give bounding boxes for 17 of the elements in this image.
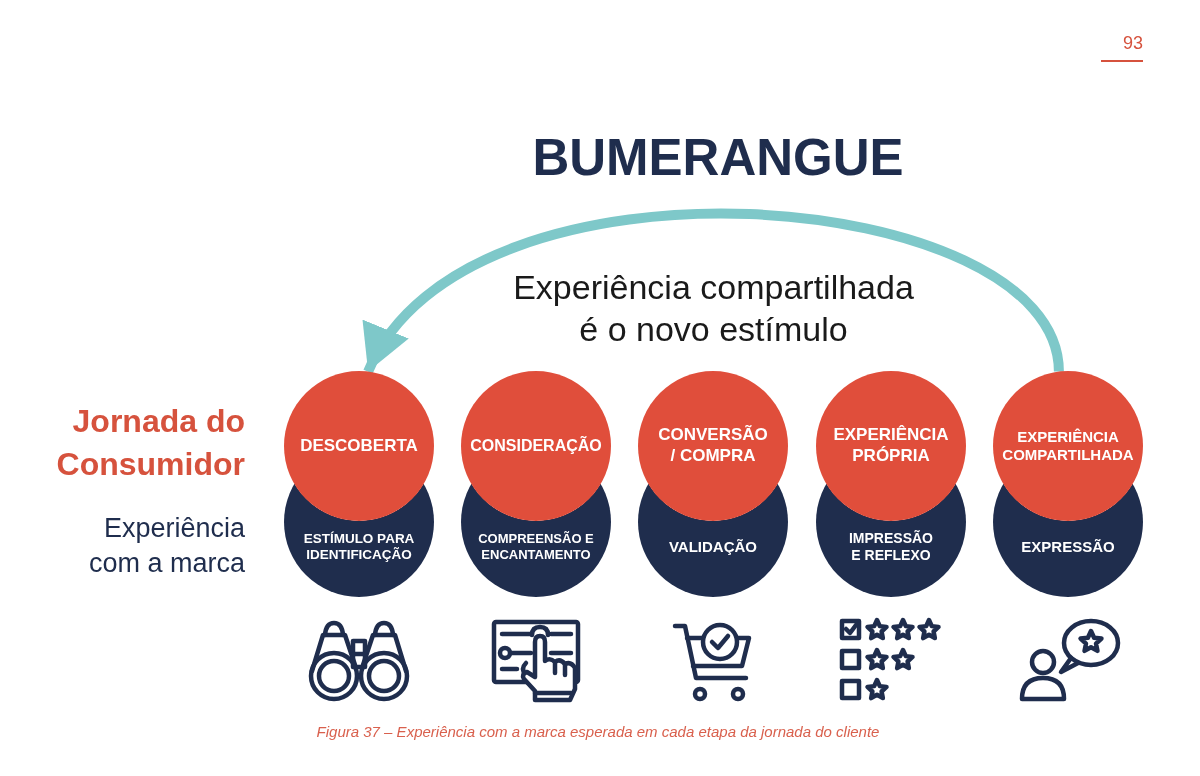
experience-label: VALIDAÇÃO (667, 537, 759, 557)
row-heading: Experiência com a marca (87, 512, 245, 580)
stage-label: EXPERIÊNCIA PRÓPRIA (832, 425, 950, 467)
stage-label: CONVERSÃO / COMPRA (657, 425, 769, 467)
edge-label: Experiência compartilhada é o novo estímulo (512, 266, 915, 350)
stage-label: EXPERIÊNCIA COMPARTILHADA (1001, 427, 1135, 465)
title: BUMERANGUE (531, 128, 905, 187)
row-heading: Jornada do Consumidor (55, 402, 245, 484)
experience-label: IMPRESSÃO E REFLEXO (848, 529, 934, 565)
curved-arrow (363, 209, 1064, 375)
stage-label: DESCOBERTA (299, 435, 419, 457)
experience-label: ESTÍMULO PARA IDENTIFICAÇÃO (302, 530, 416, 564)
stage-label: CONSIDERAÇÃO (469, 436, 603, 456)
experience-label: EXPRESSÃO (1020, 537, 1116, 557)
experience-label: COMPREENSÃO E ENCANTAMENTO (477, 531, 595, 563)
page-number: 93 (1100, 33, 1143, 62)
figure-caption: Figura 37 – Experiência com a marca esperada em cada etapa da jornada do cliente (315, 723, 881, 740)
